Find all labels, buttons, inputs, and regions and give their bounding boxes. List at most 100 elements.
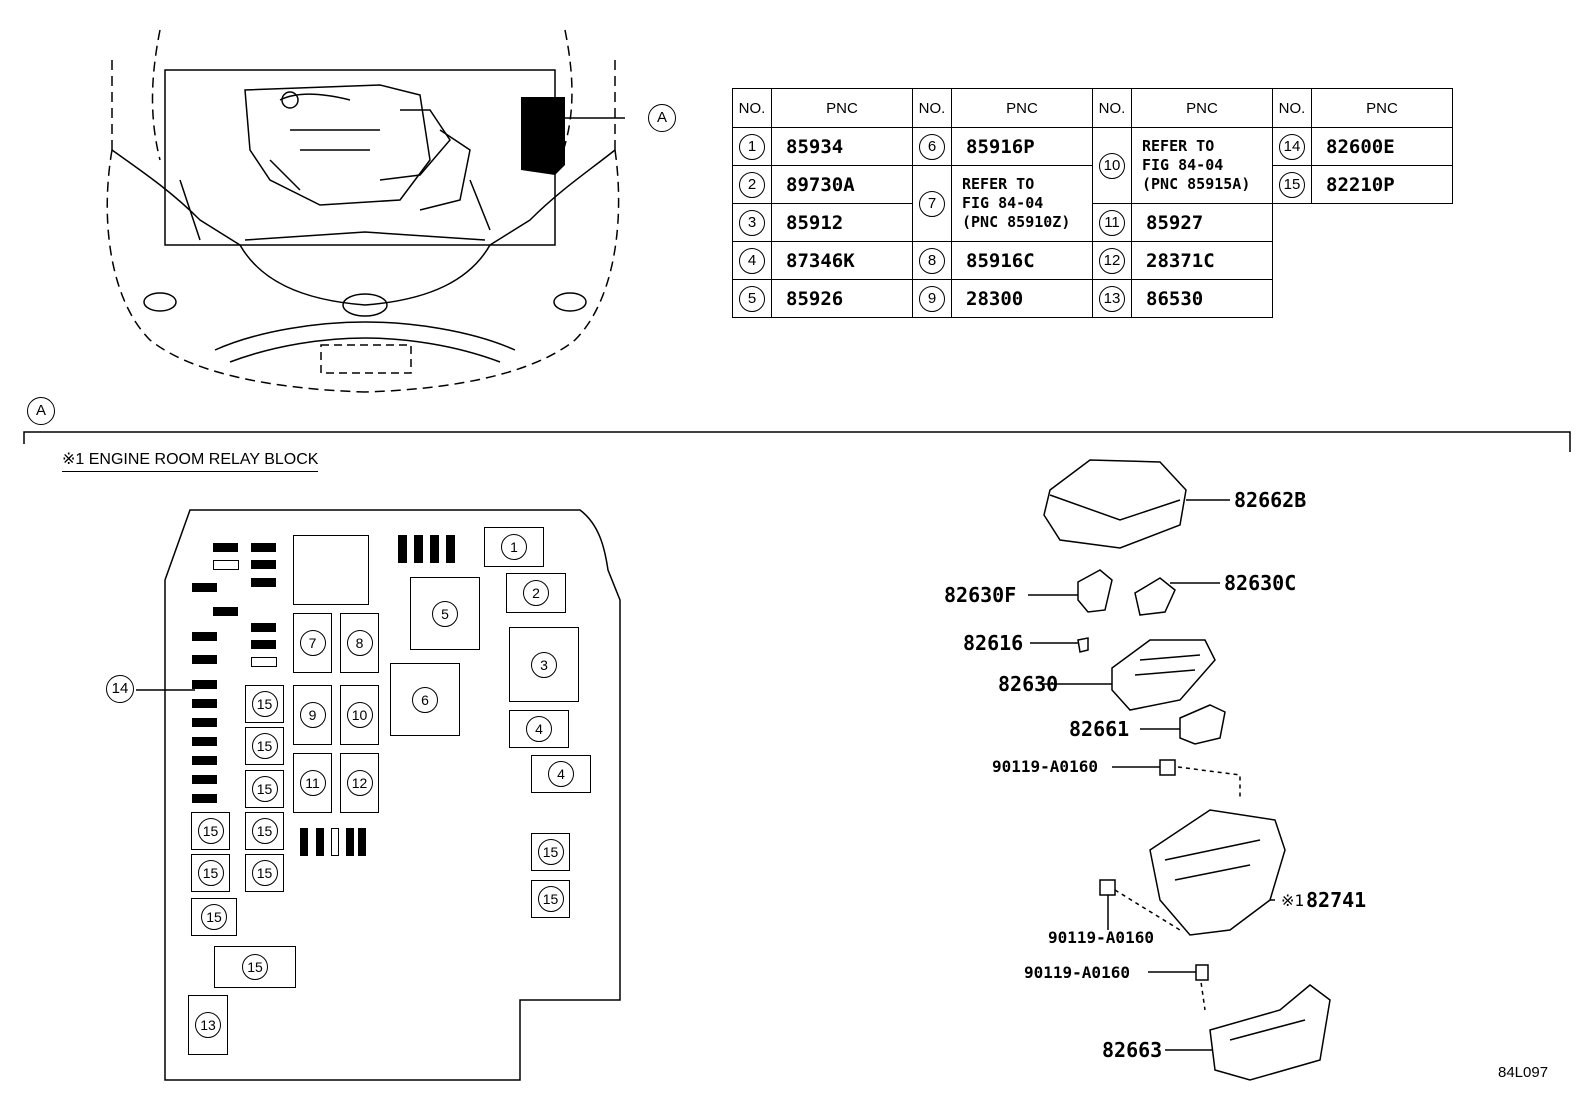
fuse-slot <box>192 680 217 689</box>
row-number: 14 <box>1279 133 1305 160</box>
part-label-case-prefix: ※1 <box>1281 891 1305 910</box>
fuse-slot <box>300 828 308 856</box>
relay-box-4: 4 <box>509 710 569 748</box>
pnc-value: 85912 <box>771 203 913 242</box>
header-pnc-3: PNC <box>1131 88 1273 128</box>
table-header-row: NO. PNC NO. PNC NO. PNC NO. PNC <box>732 88 1453 128</box>
pnc-value: 28371C <box>1131 241 1273 280</box>
fuse-slot <box>414 535 423 563</box>
relay-box-13: 13 <box>188 995 228 1055</box>
pnc-value: 85926 <box>771 279 913 318</box>
fuse-slot-empty <box>331 828 339 856</box>
pnc-value: 82210P <box>1311 165 1453 204</box>
part-label-bolt-1: 90119-A0160 <box>992 757 1098 776</box>
row-number: 6 <box>919 133 945 160</box>
callout-a: A <box>648 104 676 132</box>
table-row: 4 87346K 8 85916C 12 28371C <box>732 241 1453 280</box>
relay-box-3: 3 <box>509 627 579 702</box>
pnc-value: 28300 <box>951 279 1093 318</box>
row-number: 11 <box>1099 209 1125 236</box>
part-label-cover: 82662B <box>1234 488 1307 512</box>
fuse-slot <box>398 535 407 563</box>
fuse-slot <box>251 640 276 649</box>
table-row: 5 85926 9 28300 13 86530 <box>732 279 1453 318</box>
header-pnc-2: PNC <box>951 88 1093 128</box>
pnc-value: 85934 <box>771 127 913 166</box>
relay-box-10: 10 <box>340 685 379 745</box>
pnc-value: 89730A <box>771 165 913 204</box>
fuse-slot <box>316 828 324 856</box>
fuse-slot <box>192 583 217 592</box>
fuse-slot <box>192 655 217 664</box>
part-label-holder: 82661 <box>1069 717 1130 741</box>
fuse-slot <box>192 699 217 708</box>
header-no-4: NO. <box>1272 88 1312 128</box>
fuse-slot <box>192 718 217 727</box>
part-label-case: 82741 <box>1306 888 1367 912</box>
pnc-value: REFER TO FIG 84-04 (PNC 85910Z) <box>951 165 1093 242</box>
row-number: 9 <box>919 285 945 312</box>
relay-box-4b: 4 <box>531 755 591 793</box>
relay-box-6: 6 <box>390 663 460 736</box>
fuse-slot <box>192 737 217 746</box>
relay-box-15: 15 <box>245 727 284 765</box>
relay-block-title: ※1 ENGINE ROOM RELAY BLOCK <box>62 449 319 472</box>
part-label-block: 82630 <box>998 672 1059 696</box>
pnc-value: 87346K <box>771 241 913 280</box>
fuse-slot <box>192 756 217 765</box>
fuse-slot <box>346 828 354 856</box>
relay-box-15: 15 <box>191 854 230 892</box>
relay-box-7: 7 <box>293 613 332 673</box>
fuse-slot <box>192 775 217 784</box>
row-number: 1 <box>739 133 765 160</box>
relay-box-12: 12 <box>340 753 379 813</box>
part-label-bolt-3: 90119-A0160 <box>1024 963 1130 982</box>
fuse-slot <box>213 543 238 552</box>
fuse-slot <box>213 607 238 616</box>
pnc-value: 86530 <box>1131 279 1273 318</box>
fuse-slot <box>251 543 276 552</box>
relay-box-15: 15 <box>245 685 284 723</box>
relay-box-15: 15 <box>191 812 230 850</box>
relay-box-15: 15 <box>214 946 296 988</box>
row-number: 7 <box>919 190 945 217</box>
relay-box-15: 15 <box>531 880 570 918</box>
pnc-table: NO. PNC NO. PNC NO. PNC NO. PNC 1 85934 … <box>732 88 1453 318</box>
relay-box-15: 15 <box>531 833 570 871</box>
part-label-bracket-c: 82630C <box>1224 571 1297 595</box>
relay-socket-empty <box>293 535 369 605</box>
part-label-clip: 82616 <box>963 631 1024 655</box>
pnc-value: 85916P <box>951 127 1093 166</box>
row-number: 4 <box>739 247 765 274</box>
header-no-2: NO. <box>912 88 952 128</box>
fuse-slot <box>192 794 217 803</box>
row-number: 10 <box>1099 152 1125 179</box>
relay-box-11: 11 <box>293 753 332 813</box>
pnc-value: REFER TO FIG 84-04 (PNC 85915A) <box>1131 127 1273 204</box>
fuse-slot <box>430 535 439 563</box>
header-no-3: NO. <box>1092 88 1132 128</box>
relay-box-1: 1 <box>484 527 544 567</box>
relay-box-15: 15 <box>245 854 284 892</box>
relay-box-8: 8 <box>340 613 379 673</box>
fuse-slot <box>251 560 276 569</box>
pnc-value: 85927 <box>1131 203 1273 242</box>
pnc-value: 85916C <box>951 241 1093 280</box>
table-row: 1 85934 6 85916P 10 REFER TO FIG 84-04 (… <box>732 127 1453 204</box>
fuse-slot-empty <box>251 657 277 667</box>
row-number: 13 <box>1099 285 1125 312</box>
pnc-value: 82600E <box>1311 127 1453 166</box>
fuse-slot <box>192 632 217 641</box>
fuse-slot <box>358 828 366 856</box>
figure-id: 84L097 <box>1498 1064 1549 1081</box>
row-number: 12 <box>1099 247 1125 274</box>
relay-box-5: 5 <box>410 577 480 650</box>
table-row: 3 85912 11 85927 <box>732 203 1453 242</box>
relay-box-15: 15 <box>191 898 237 936</box>
header-pnc-1: PNC <box>771 88 913 128</box>
relay-box-9: 9 <box>293 685 332 745</box>
callout-14: 14 <box>106 675 134 703</box>
section-marker-a: A <box>27 397 55 425</box>
row-number: 2 <box>739 171 765 198</box>
